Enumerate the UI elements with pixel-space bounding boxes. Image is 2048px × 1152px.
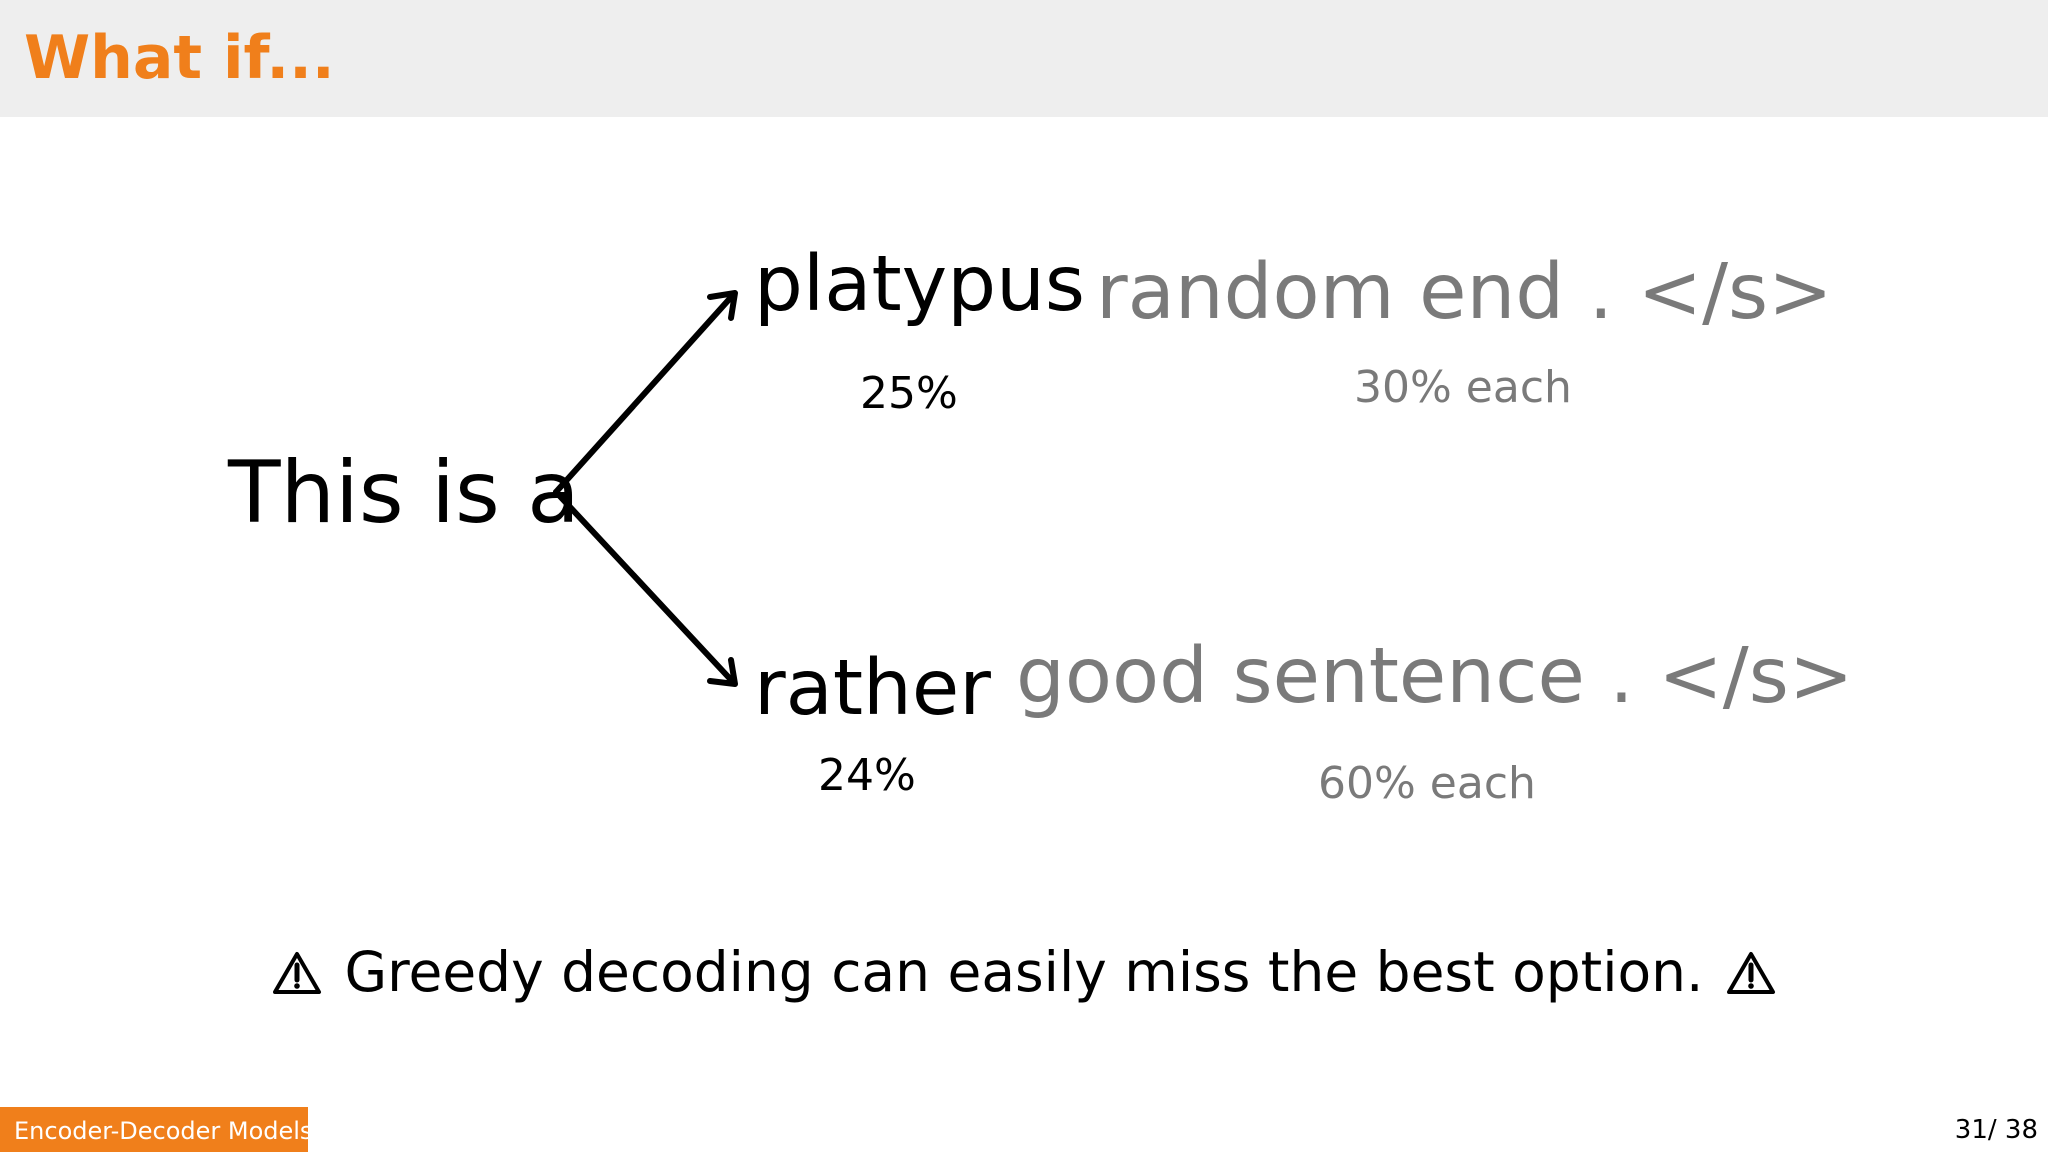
stem-text: This is a xyxy=(228,443,580,543)
warning-text: Greedy decoding can easily miss the best… xyxy=(344,940,1704,1004)
title-bar: What if... xyxy=(0,0,2048,117)
warning-icon xyxy=(1726,941,1776,1011)
footer-section-tab[interactable]: Encoder-Decoder Models xyxy=(0,1107,312,1152)
continuation-probability-upper: 30% each xyxy=(1354,362,1572,413)
arrowhead-upper xyxy=(707,290,738,321)
branch-word-upper: platypus xyxy=(754,240,1086,329)
continuation-upper: random end . </s> xyxy=(1096,248,1833,337)
page-number: 31/ 38 xyxy=(1954,1115,2038,1145)
arrowhead-lower xyxy=(707,657,738,687)
arrow-upper xyxy=(553,292,736,495)
continuation-lower: good sentence . </s> xyxy=(1016,632,1854,721)
probability-lower: 24% xyxy=(818,750,916,801)
slide-title: What if... xyxy=(24,23,335,93)
footer-section-label: Encoder-Decoder Models xyxy=(14,1117,313,1145)
continuation-probability-lower: 60% each xyxy=(1318,758,1536,809)
warning-icon xyxy=(272,941,322,1011)
probability-upper: 25% xyxy=(860,368,958,419)
branch-word-lower: rather xyxy=(754,644,991,733)
warning-message: Greedy decoding can easily miss the best… xyxy=(0,937,2048,1011)
arrow-lower xyxy=(553,489,736,685)
